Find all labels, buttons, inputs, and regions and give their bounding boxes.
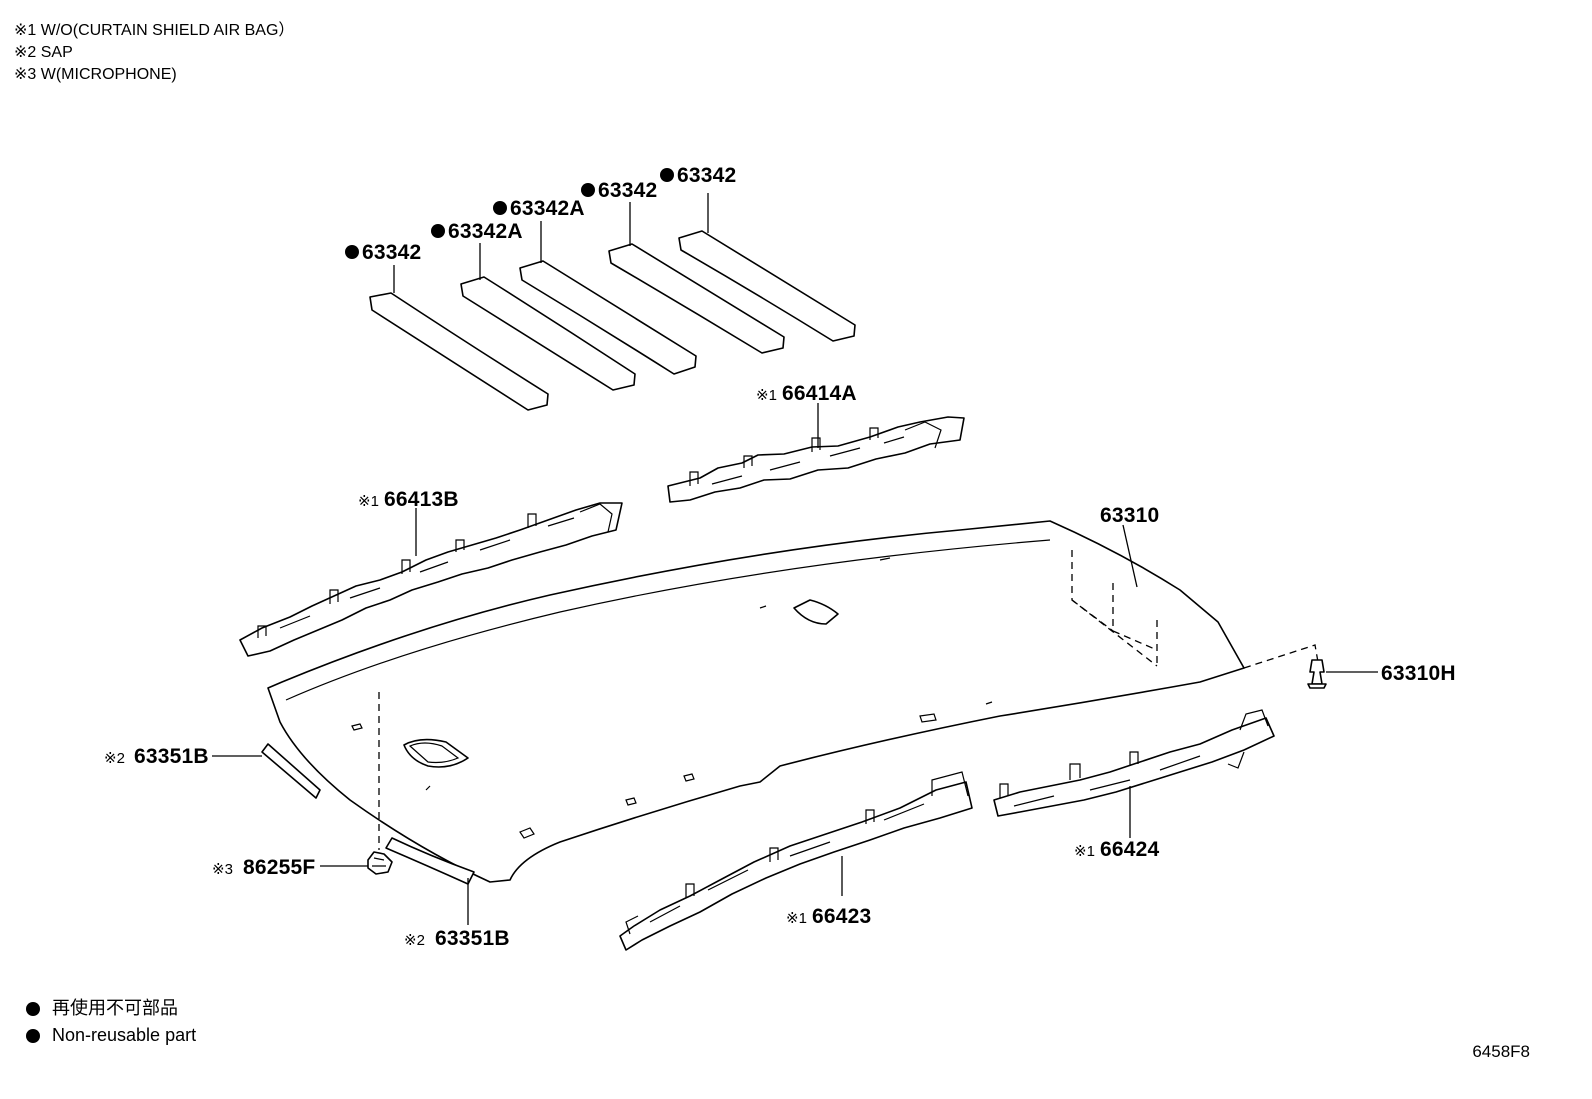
retainer-66413b: ※1 66413B — [239, 488, 623, 657]
callout-63351b-upper-prefix: ※2 — [104, 750, 125, 767]
callout-63351b-lower: 63351B — [435, 927, 510, 950]
pad-3 — [519, 260, 697, 375]
callout-86255f-prefix: ※3 — [212, 861, 233, 878]
non-reusable-dot-4 — [581, 183, 595, 197]
callout-66413b: 66413B — [384, 488, 459, 511]
notes-block: ※1 W/O(CURTAIN SHIELD AIR BAG） ※2 SAP ※3… — [14, 20, 294, 86]
callout-63351b-upper: 63351B — [134, 745, 209, 768]
legend-jp-text: 再使用不可部品 — [52, 998, 178, 1018]
pad-leaders — [393, 193, 709, 293]
callout-66424-prefix: ※1 — [1074, 843, 1095, 860]
pad-5 — [678, 230, 856, 342]
callout-63342-2: 63342 — [598, 179, 657, 202]
note-1: ※1 W/O(CURTAIN SHIELD AIR BAG） — [14, 22, 295, 39]
callout-63342a-1: 63342A — [448, 220, 523, 243]
pad-callouts: 63342 63342A 63342A 63342 63342 — [345, 164, 736, 264]
pad-63351b-upper: ※2 63351B — [104, 743, 321, 799]
note-2: ※2 SAP — [14, 44, 73, 61]
callout-66414a-prefix: ※1 — [756, 387, 777, 404]
roof-pads — [369, 230, 856, 411]
callout-66424: 66424 — [1100, 838, 1160, 861]
legend: 再使用不可部品 Non-reusable part — [26, 995, 196, 1049]
non-reusable-dot-1 — [345, 245, 359, 259]
legend-row-en: Non-reusable part — [26, 1022, 196, 1049]
callout-66423-prefix: ※1 — [786, 910, 807, 927]
legend-en-text: Non-reusable part — [52, 1025, 197, 1045]
non-reusable-dot-5 — [660, 168, 674, 182]
retainer-66424: ※1 66424 — [993, 709, 1275, 861]
callout-66414a: 66414A — [782, 382, 857, 405]
clip-63310h: 63310H — [1307, 659, 1456, 689]
retainer-66414a: ※1 66414A — [667, 382, 965, 503]
callout-63351b-lower-prefix: ※2 — [404, 932, 425, 949]
pad-63351b-lower: ※2 63351B — [385, 837, 510, 950]
callout-63342-3: 63342 — [677, 164, 736, 187]
callout-63342-1: 63342 — [362, 241, 421, 264]
pad-2 — [460, 276, 636, 391]
legend-row-jp: 再使用不可部品 — [26, 995, 196, 1022]
callout-66423: 66423 — [812, 905, 871, 928]
note-3: ※3 W(MICROPHONE) — [14, 66, 177, 83]
bullet-dot-icon — [26, 1028, 40, 1043]
pad-1 — [369, 292, 549, 411]
microphone-86255f: ※3 86255F — [212, 851, 393, 879]
callout-63342a-2: 63342A — [510, 197, 585, 220]
non-reusable-dot-3 — [493, 201, 507, 215]
pad-4 — [608, 243, 785, 354]
callout-63310h: 63310H — [1381, 662, 1456, 685]
callout-63310: 63310 — [1100, 504, 1159, 527]
bullet-dot-icon — [26, 1001, 40, 1016]
callout-66413b-prefix: ※1 — [358, 493, 379, 510]
retainer-66423: ※1 66423 — [619, 771, 973, 951]
callout-86255f: 86255F — [243, 856, 315, 879]
non-reusable-dot-2 — [431, 224, 445, 238]
figure-code: 6458F8 — [1472, 1042, 1530, 1061]
